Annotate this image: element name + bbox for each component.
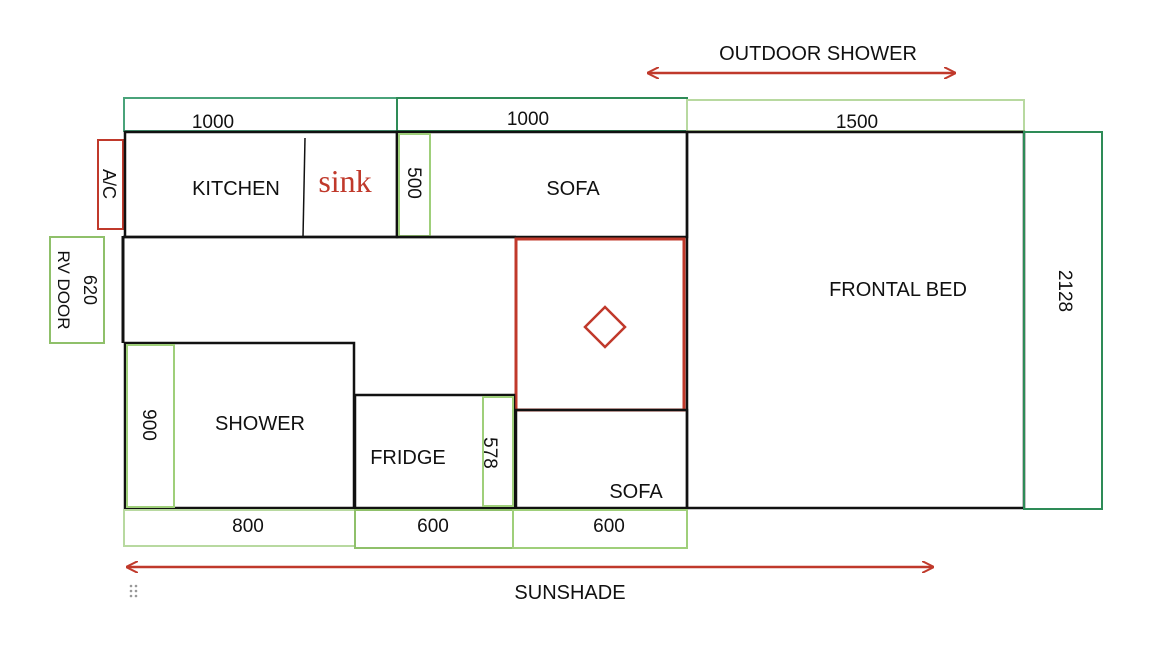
dim-bottom-shower-width: 800	[232, 516, 264, 537]
dim-door-width: 620	[80, 275, 100, 305]
sofa-top	[395, 130, 689, 239]
fridge-label: FRIDGE	[370, 447, 446, 469]
dim-box-sofa-bottom-width	[512, 509, 688, 549]
kitchen-sink-divider	[302, 137, 306, 238]
frontal-bed	[685, 130, 1026, 510]
outdoor-shower-label: OUTDOOR SHOWER	[719, 43, 917, 65]
sofa-top-label: SOFA	[546, 178, 600, 200]
dim-top-bed-width: 1500	[836, 112, 878, 133]
dim-top-kitchen-width: 1000	[192, 112, 234, 133]
shower-label: SHOWER	[215, 413, 305, 435]
sunshade-label: SUNSHADE	[514, 582, 625, 604]
fridge-door	[482, 396, 514, 507]
sink-label: sink	[318, 163, 371, 199]
ac-label: A/C	[99, 169, 119, 199]
dim-sofa-depth: 500	[403, 167, 424, 199]
table-box	[514, 237, 686, 412]
table-diamond-icon	[583, 305, 627, 349]
dim-bottom-sofa-width: 600	[593, 516, 625, 537]
dim-fridge-depth: 578	[479, 437, 500, 469]
dim-bottom-fridge-width: 600	[417, 516, 449, 537]
rv-door-box	[49, 236, 105, 344]
sofa-bottom-label: SOFA	[609, 481, 663, 503]
bed-depth-box	[1023, 131, 1103, 510]
dim-bed-depth: 2128	[1054, 270, 1075, 312]
dim-top-sofa-width: 1000	[507, 109, 549, 130]
dim-box-kitchen-width	[123, 97, 398, 132]
rv-door-label: RV DOOR	[54, 250, 73, 329]
kitchen-label: KITCHEN	[192, 178, 280, 200]
dim-shower-depth: 900	[138, 409, 159, 441]
drag-handle-icon	[129, 584, 138, 598]
frontal-bed-label: FRONTAL BED	[829, 279, 967, 301]
shower-tray	[126, 344, 175, 508]
ac-box	[97, 139, 124, 230]
